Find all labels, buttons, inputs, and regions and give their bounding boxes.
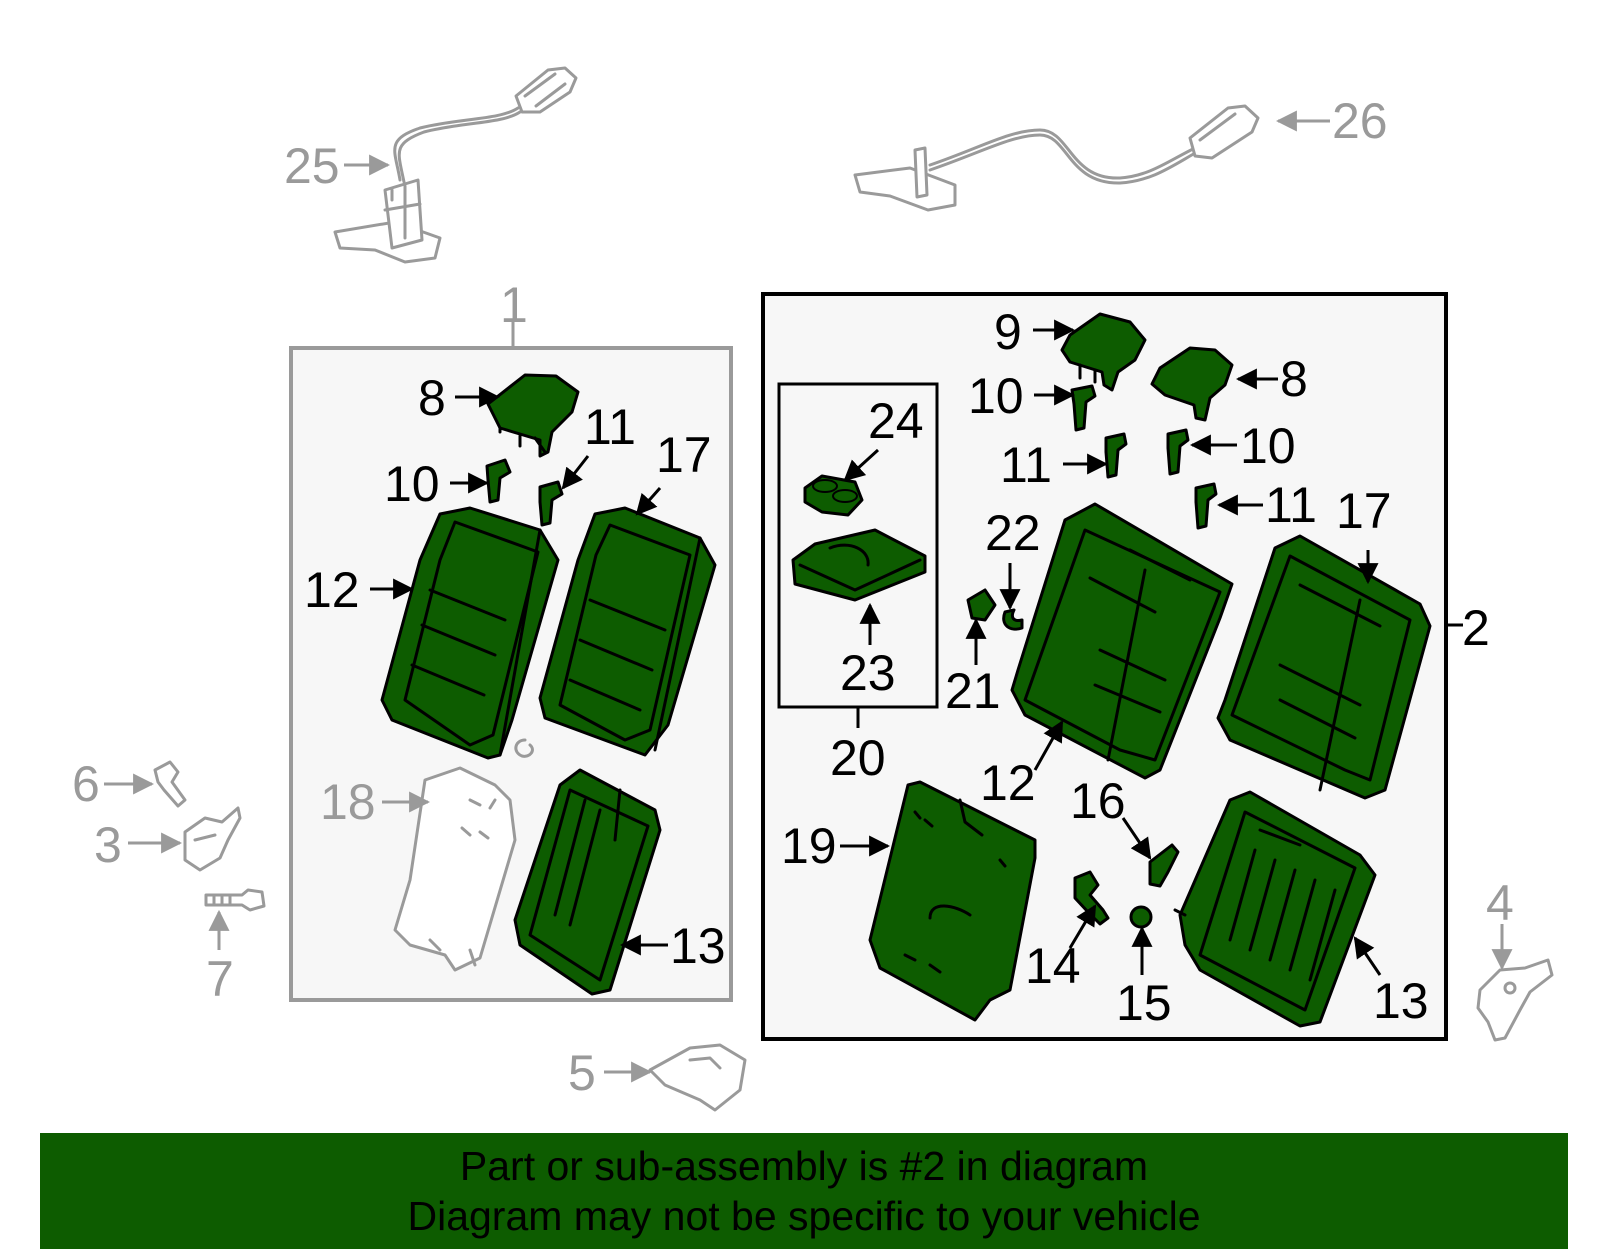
nut-15 — [1129, 905, 1153, 929]
bolt-7 — [204, 888, 266, 912]
callout-5: 5 — [568, 1045, 596, 1101]
hook-16 — [1148, 843, 1180, 888]
callout-19: 19 — [781, 818, 837, 874]
release-cable-right — [853, 104, 1260, 212]
callout-17-right: 17 — [1336, 483, 1392, 539]
seatback-cover-left-17 — [538, 506, 717, 757]
headrest-left — [486, 373, 580, 458]
bracket-21 — [966, 588, 997, 622]
callout-23: 23 — [840, 645, 896, 701]
headrest-guide-left-11 — [538, 480, 564, 527]
seatback-cover-left-12 — [380, 506, 560, 760]
seatback-cover-right-12 — [1010, 502, 1234, 780]
bolt-6 — [153, 760, 187, 808]
clip-left-icon — [514, 738, 534, 758]
callout-12-left: 12 — [304, 562, 360, 618]
callout-20: 20 — [830, 730, 886, 786]
callout-8-left: 8 — [418, 370, 446, 426]
callout-15: 15 — [1116, 975, 1172, 1031]
callout-21: 21 — [945, 663, 1001, 719]
callout-13-right: 13 — [1373, 973, 1429, 1029]
callout-11-right-b: 11 — [1265, 477, 1317, 533]
pad-right-19 — [868, 780, 1037, 1022]
callout-10-right-b: 10 — [1240, 418, 1296, 474]
callout-2: 2 — [1462, 600, 1490, 656]
callout-7: 7 — [206, 951, 234, 1007]
headrest-guide-right-10b — [1166, 428, 1190, 476]
callout-3: 3 — [94, 817, 122, 873]
callout-10-right-a: 10 — [968, 368, 1024, 424]
callout-22: 22 — [985, 505, 1041, 561]
release-cable-left — [333, 66, 578, 264]
callout-6: 6 — [72, 756, 100, 812]
banner-line-2: Diagram may not be specific to your vehi… — [407, 1193, 1201, 1239]
callout-25: 25 — [284, 138, 340, 194]
cupholder-24 — [803, 474, 864, 517]
headrest-right-9 — [1060, 312, 1147, 392]
latch-5 — [648, 1043, 747, 1112]
headrest-guide-right-10a — [1070, 384, 1097, 432]
callout-24: 24 — [868, 393, 924, 449]
hinge-bracket-3 — [183, 806, 242, 872]
callout-11-right-a: 11 — [1000, 437, 1052, 493]
callout-17-left: 17 — [656, 427, 712, 483]
callout-9: 9 — [994, 304, 1022, 360]
hinge-bracket-4 — [1476, 958, 1554, 1042]
info-banner: Part or sub-assembly is #2 in diagram Di… — [40, 1133, 1568, 1249]
pad-left-18 — [393, 766, 517, 972]
callout-10-left: 10 — [384, 456, 440, 512]
callout-1: 1 — [500, 277, 528, 333]
callout-13-left: 13 — [670, 918, 726, 974]
banner-line-1: Part or sub-assembly is #2 in diagram — [459, 1143, 1149, 1189]
callout-12-right: 12 — [980, 755, 1036, 811]
callout-14: 14 — [1025, 938, 1081, 994]
callout-4: 4 — [1486, 875, 1514, 931]
callout-26: 26 — [1332, 93, 1388, 149]
seatback-frame-right-13 — [1173, 790, 1377, 1028]
callout-18: 18 — [320, 774, 376, 830]
callout-16: 16 — [1070, 773, 1126, 829]
armrest-23 — [791, 528, 927, 602]
bracket-22 — [1002, 608, 1024, 631]
headrest-guide-right-11b — [1194, 482, 1218, 530]
callout-11-left: 11 — [584, 399, 636, 455]
headrest-right-8 — [1150, 346, 1234, 422]
callout-8-right: 8 — [1280, 351, 1308, 407]
